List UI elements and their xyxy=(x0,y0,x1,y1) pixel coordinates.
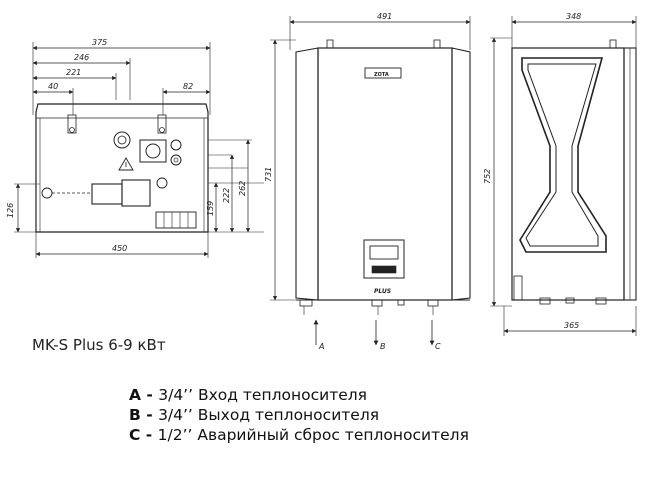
dim-450: 450 xyxy=(112,244,127,253)
dim-159: 159 xyxy=(206,201,215,216)
dim-126: 126 xyxy=(6,203,15,218)
legend-key: C xyxy=(129,426,141,444)
legend-row-b: B - 3/4’’ Выход теплоносителя xyxy=(129,405,469,425)
dim-40: 40 xyxy=(48,82,58,91)
side-view xyxy=(490,16,637,336)
front-badge-label: PLUS xyxy=(374,288,391,295)
dim-221: 221 xyxy=(66,68,81,77)
port-legend: A - 3/4’’ Вход теплоносителя B - 3/4’’ В… xyxy=(129,385,469,445)
legend-dash: - xyxy=(140,406,159,424)
model-caption: MK-S Plus 6-9 кВт xyxy=(32,336,166,354)
legend-key: A xyxy=(129,386,141,404)
dim-222: 222 xyxy=(222,188,231,203)
legend-text: 1/2’’ Аварийный сброс теплоносителя xyxy=(157,426,469,444)
legend-dash: - xyxy=(141,386,159,404)
port-label-c: C xyxy=(435,342,441,351)
dim-375: 375 xyxy=(92,38,107,47)
dim-491: 491 xyxy=(377,12,392,21)
dim-246: 246 xyxy=(74,53,89,62)
dim-752: 752 xyxy=(483,169,492,184)
front-view xyxy=(270,16,471,346)
port-label-a: A xyxy=(318,342,324,351)
legend-text: 3/4’’ Выход теплоносителя xyxy=(158,406,380,424)
front-brand-label: ZOTA xyxy=(374,72,389,78)
legend-row-c: C - 1/2’’ Аварийный сброс теплоносителя xyxy=(129,425,469,445)
dim-365: 365 xyxy=(564,321,579,330)
dim-262: 262 xyxy=(238,181,247,196)
dim-731: 731 xyxy=(264,167,273,182)
dim-348: 348 xyxy=(566,12,581,21)
legend-dash: - xyxy=(140,426,158,444)
legend-row-a: A - 3/4’’ Вход теплоносителя xyxy=(129,385,469,405)
port-label-b: B xyxy=(380,342,386,351)
back-view xyxy=(14,42,264,258)
legend-key: B xyxy=(129,406,141,424)
dim-82: 82 xyxy=(183,82,193,91)
legend-text: 3/4’’ Вход теплоносителя xyxy=(158,386,367,404)
